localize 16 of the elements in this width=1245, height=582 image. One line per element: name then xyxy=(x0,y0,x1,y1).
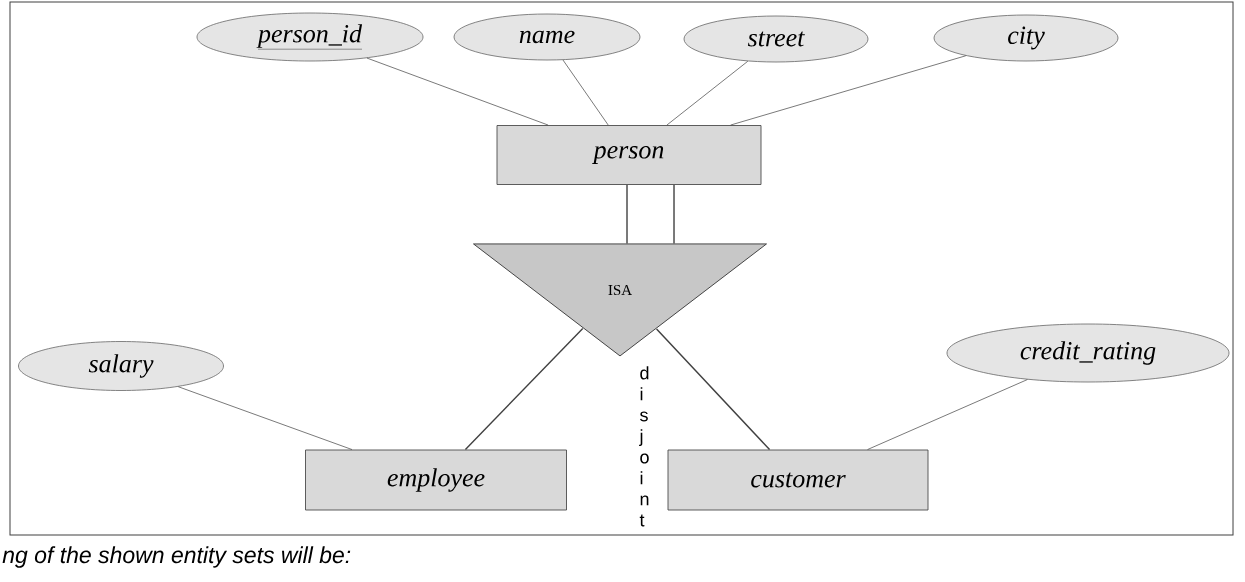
connector-line xyxy=(867,379,1028,450)
entity-box: person xyxy=(496,125,762,185)
entity-box: employee xyxy=(305,449,567,511)
entity-box: customer xyxy=(667,449,929,511)
caption-text: ng of the shown entity sets will be: xyxy=(2,546,351,568)
connector-line xyxy=(666,60,749,126)
connector-line xyxy=(730,55,967,126)
connector-line xyxy=(655,328,771,451)
connector-line xyxy=(464,327,584,451)
connector-line xyxy=(626,184,628,245)
connector-line xyxy=(366,57,549,126)
connector-line xyxy=(562,59,609,126)
connector-line xyxy=(177,386,353,450)
vertical-label: disjoint xyxy=(639,366,649,527)
connector-line xyxy=(673,184,675,245)
isa-triangle: ISA xyxy=(473,243,767,357)
